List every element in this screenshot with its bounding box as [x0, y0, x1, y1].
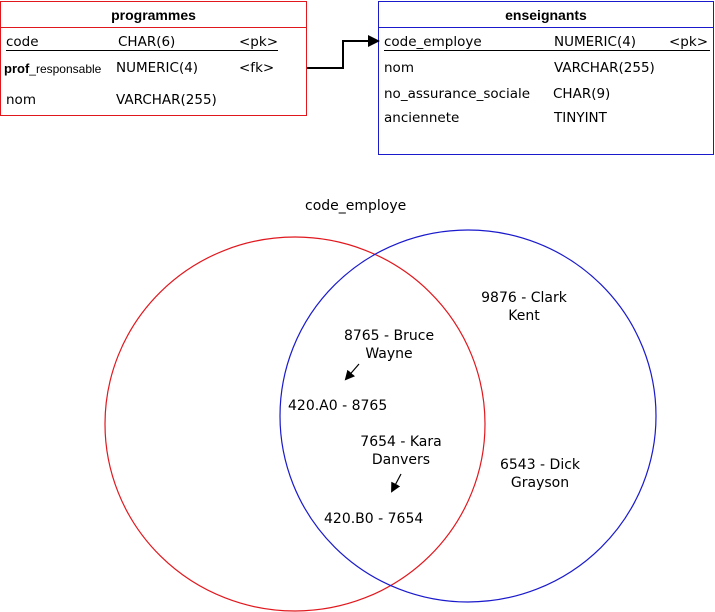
- program-420b0-label: 420.B0 - 7654: [324, 511, 424, 527]
- dick-line1: 6543 - Dick: [499, 457, 581, 473]
- prof-sub-label: _responsable: [29, 62, 102, 76]
- kara-line1: 7654 - Kara: [360, 434, 442, 450]
- clark-kent-label: 9876 - Clark Kent: [469, 289, 579, 325]
- programmes-prof-type: NUMERIC(4): [116, 60, 199, 76]
- programmes-code-key: <pk>: [239, 34, 279, 50]
- kara-danvers-label: 7654 - Kara Danvers: [346, 433, 456, 469]
- programmes-nom-name: nom: [6, 92, 36, 108]
- venn-title: code_employe: [305, 198, 407, 214]
- enseignants-anciennete-type: TINYINT: [554, 110, 607, 126]
- enseignants-table-title: enseignants: [379, 2, 713, 28]
- enseignants-nom-name: nom: [384, 60, 414, 76]
- program-420a0-label: 420.A0 - 8765: [288, 398, 388, 414]
- bruce-arrow: [344, 363, 360, 381]
- bruce-line2: Wayne: [365, 346, 413, 362]
- enseignants-code-name: code_employe: [384, 34, 482, 50]
- enseignants-code-key: <pk>: [669, 34, 709, 50]
- dick-grayson-label: 6543 - Dick Grayson: [485, 456, 595, 492]
- enseignants-nom-type: VARCHAR(255): [554, 60, 655, 76]
- enseignants-set-circle: [279, 229, 657, 603]
- clark-line2: Kent: [508, 308, 540, 324]
- kara-line2: Danvers: [371, 452, 431, 468]
- programmes-code-type: CHAR(6): [118, 34, 176, 50]
- pk-underline: [6, 50, 278, 51]
- programmes-prof-name: prof_responsable: [4, 61, 101, 77]
- bruce-line1: 8765 - Bruce: [343, 328, 435, 344]
- enseignants-table: enseignants code_employe NUMERIC(4) <pk>…: [378, 1, 714, 155]
- programmes-set-circle: [104, 236, 486, 612]
- programmes-table-title: programmes: [1, 2, 306, 28]
- dick-line2: Grayson: [510, 475, 570, 491]
- programmes-nom-type: VARCHAR(255): [116, 92, 217, 108]
- programmes-code-name: code: [6, 34, 39, 50]
- prof-main-label: prof: [4, 61, 30, 76]
- fk-relationship-connector: [307, 40, 370, 69]
- pk-underline: [384, 50, 710, 51]
- enseignants-code-type: NUMERIC(4): [554, 34, 637, 50]
- bruce-wayne-label: 8765 - Bruce Wayne: [334, 327, 444, 363]
- enseignants-anciennete-name: anciennete: [384, 110, 460, 126]
- kara-arrow: [391, 473, 402, 493]
- programmes-table: programmes code CHAR(6) <pk> prof_respon…: [0, 1, 307, 116]
- clark-line1: 9876 - Clark: [481, 290, 567, 306]
- enseignants-nas-type: CHAR(9): [553, 86, 611, 102]
- enseignants-nas-name: no_assurance_sociale: [384, 86, 531, 102]
- fk-relationship-arrowhead: [368, 35, 380, 47]
- programmes-prof-key: <fk>: [239, 60, 275, 76]
